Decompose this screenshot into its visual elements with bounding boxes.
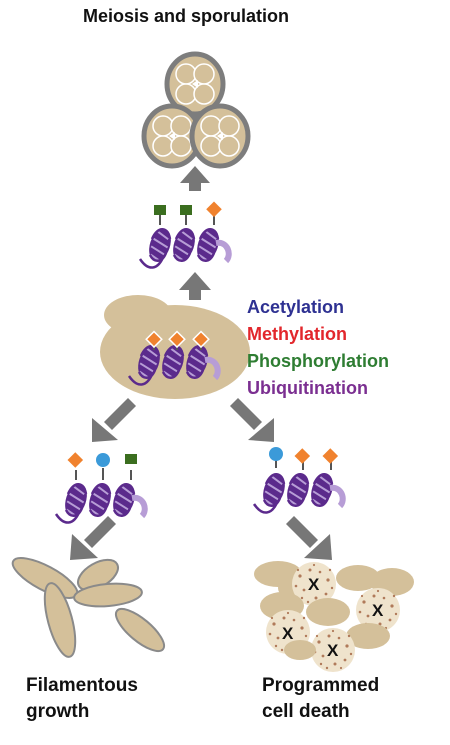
death-mark: X — [327, 641, 339, 660]
histone-nucleosome-icon — [56, 452, 145, 522]
legend-methylation: Methylation — [247, 324, 348, 344]
spore-ascus-icon — [144, 54, 248, 166]
title-filamentous-1: Filamentous — [26, 675, 138, 696]
death-mark: X — [282, 624, 294, 643]
dead-cell-icon: X X X X — [254, 561, 414, 672]
histone-nucleosome-icon — [140, 201, 229, 268]
arrow-icon — [180, 166, 210, 191]
arrow-icon — [230, 398, 274, 442]
histone-nucleosome-icon — [254, 447, 343, 513]
legend-ubiquitination: Ubiquitination — [247, 378, 368, 398]
title-filamentous-2: growth — [26, 701, 90, 722]
arrow-icon — [92, 398, 136, 442]
arrow-icon — [179, 272, 211, 300]
title-meiosis: Meiosis and sporulation — [83, 6, 290, 26]
filament-cell-icon — [11, 557, 166, 658]
modification-legend: Acetylation Methylation Phosphorylation … — [247, 294, 389, 402]
death-mark: X — [372, 601, 384, 620]
arrow-icon — [286, 516, 332, 560]
arrow-icon — [70, 516, 116, 560]
yeast-cell-icon — [100, 295, 250, 399]
title-death-2: cell death — [262, 701, 350, 722]
title-death-1: Programmed — [262, 675, 380, 696]
legend-phosphorylation: Phosphorylation — [247, 351, 390, 371]
death-mark: X — [308, 575, 320, 594]
legend-acetylation: Acetylation — [247, 297, 345, 317]
